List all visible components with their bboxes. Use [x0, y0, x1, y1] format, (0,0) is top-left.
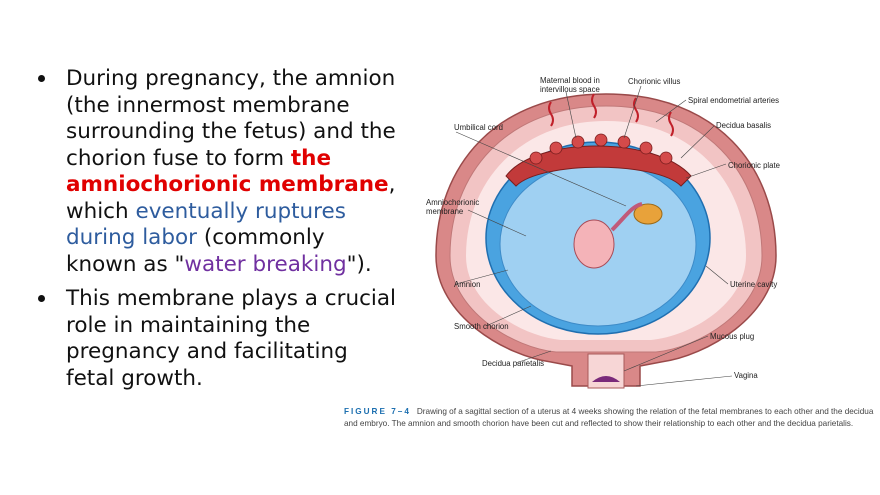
label-vagina: Vagina — [734, 371, 758, 380]
highlight-term: the amniochorionic membrane — [66, 145, 389, 198]
label-amniochorionic-2: membrane — [426, 207, 463, 216]
label-umbilical-cord: Umbilical cord — [454, 123, 503, 132]
label-mucous-plug: Mucous plug — [710, 332, 754, 341]
label-maternal-blood-1: Maternal blood in — [540, 76, 600, 85]
bullet-text: During pregnancy, the amnion (the innerm… — [66, 66, 396, 171]
bullet-text: (commonly known as " — [66, 225, 325, 277]
label-uterine-cavity: Uterine cavity — [730, 280, 777, 289]
label-smooth-chorion: Smooth chorion — [454, 322, 509, 331]
highlight-rupture: eventually ruptures during labor — [66, 198, 346, 251]
uterus-figure: Maternal blood in intervillous space Cho… — [336, 66, 876, 456]
bullet-text: "). — [346, 251, 372, 277]
embryo — [573, 219, 615, 269]
bullet-dot — [38, 75, 45, 82]
villi-tufts — [529, 133, 673, 165]
label-decidua-parietalis: Decidua parietalis — [482, 359, 544, 368]
label-decidua-basalis: Decidua basalis — [716, 121, 771, 130]
uterus-diagram: Maternal blood in intervillous space Cho… — [426, 76, 780, 389]
yolk-sac — [633, 203, 663, 225]
bullet-item-membrane-formation: During pregnancy, the amnion (the innerm… — [38, 66, 398, 278]
caption-text: Drawing of a sagittal section of a uteru… — [344, 407, 874, 428]
bullet-dot — [38, 295, 45, 302]
highlight-water-breaking: water breaking — [184, 251, 347, 277]
spiral-arteries — [548, 93, 674, 137]
label-spiral-arteries: Spiral endometrial arteries — [688, 96, 779, 105]
bullet-list: During pregnancy, the amnion (the innerm… — [38, 66, 398, 400]
figure-number: FIGURE 7–4 — [344, 407, 411, 416]
label-chorionic-plate: Chorionic plate — [728, 161, 780, 170]
label-amniochorionic-1: Amniochorionic — [426, 198, 479, 207]
umbilical-cord — [610, 202, 643, 232]
label-maternal-blood-2: intervillous space — [540, 85, 600, 94]
bullet-item-membrane-role: This membrane plays a crucial role in ma… — [38, 286, 398, 392]
label-amnion: Amnion — [454, 280, 480, 289]
cervical-canal — [587, 353, 625, 389]
mucous-plug — [592, 376, 620, 382]
bullet-text: , which — [66, 172, 396, 224]
label-chorionic-villus: Chorionic villus — [628, 77, 681, 86]
leader-lines — [455, 85, 733, 387]
bullet-text: This membrane plays a crucial role in ma… — [66, 286, 397, 391]
